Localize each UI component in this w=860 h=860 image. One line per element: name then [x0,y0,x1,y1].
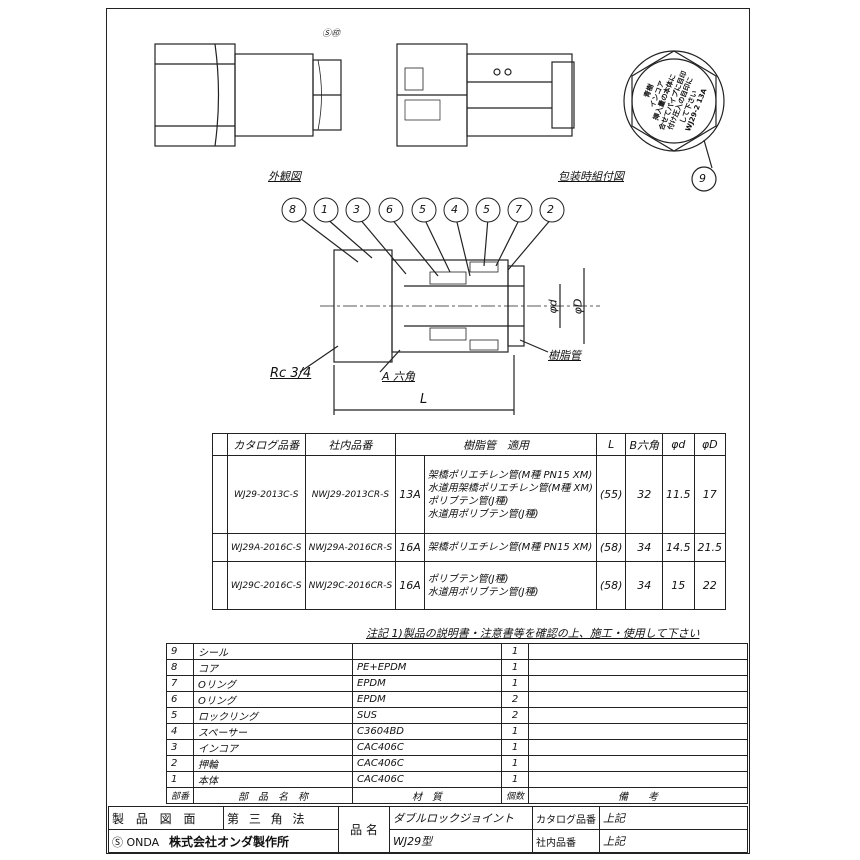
phi-d-label: φd [546,299,560,314]
note-text: 注記 1)製品の説明書・注意書等を確認の上、施工・使用して下さい [366,627,700,640]
seal-callout: 9 [699,172,706,185]
onda-logo: Ⓢ ONDA [112,835,160,849]
seal-mark: Ⓢ㊞ [322,29,341,39]
title-block: 製 品 図 面 第 三 角 法 品 名 ダブルロックジョイント カタログ品番 上… [108,806,748,853]
package-view-label: 包装時組付図 [558,170,624,183]
length-label: L [420,392,428,407]
resin-pipe-label: 樹脂管 [548,349,581,362]
callout-4: 6 [386,203,393,216]
parts-header-row: 部番部 品 名 称材 質個数備 考 [165,787,748,804]
seal-top-view-drawing [623,50,725,192]
spec-header-row: カタログ品番 社内品番 樹脂管 適用 L B六角 φd φD [212,433,726,456]
col-catalog: カタログ品番 [226,433,306,456]
spec-row: WJ29-2013C-S NWJ29-2013CR-S 13A 架橋ポリエチレン… [212,455,726,534]
phi-D-label: φD [571,298,585,315]
package-view-drawing [396,43,575,147]
callout-3: 3 [353,203,360,216]
spec-row: WJ29A-2016C-S NWJ29A-2016CR-S 16A 架橋ポリエチ… [212,533,726,562]
section-view-drawing [299,217,600,415]
callout-7: 5 [483,203,490,216]
catalog-label: カタログ品番 [532,806,600,830]
col-D: φD [693,433,726,456]
drawing-label: 製 品 図 面 [108,806,224,830]
callout-6: 4 [451,203,458,216]
rc-thread-label: Rc 3/4 [270,366,312,381]
model-name: WJ29型 [389,829,533,853]
callout-5: 5 [419,203,426,216]
product-name: ダブルロックジョイント [389,806,533,830]
callout-8: 7 [515,203,522,216]
internal-value: 上記 [599,829,748,853]
hex-label: A 六角 [382,370,416,383]
callout-1: 8 [289,203,296,216]
company-name: 株式会社オンダ製作所 [169,834,290,849]
callout-2: 1 [321,203,328,216]
product-label: 品 名 [338,806,390,853]
internal-label: 社内品番 [532,829,600,853]
exterior-view-drawing [154,43,342,147]
col-internal: 社内品番 [304,433,397,456]
spec-row: WJ29C-2016C-S NWJ29C-2016CR-S 16A ポリブテン管… [212,561,726,610]
callout-9: 2 [547,203,554,216]
col-pipe: 樹脂管 適用 [395,433,597,456]
catalog-value: 上記 [599,806,748,830]
col-d: φd [662,433,695,456]
col-B: B六角 [625,433,663,456]
projection-label: 第 三 角 法 [223,806,339,830]
drawing-frame [106,8,750,854]
spec-table: カタログ品番 社内品番 樹脂管 適用 L B六角 φd φD WJ29-2013… [212,433,726,610]
exterior-view-label: 外観図 [268,170,301,183]
col-L: L [595,433,627,456]
